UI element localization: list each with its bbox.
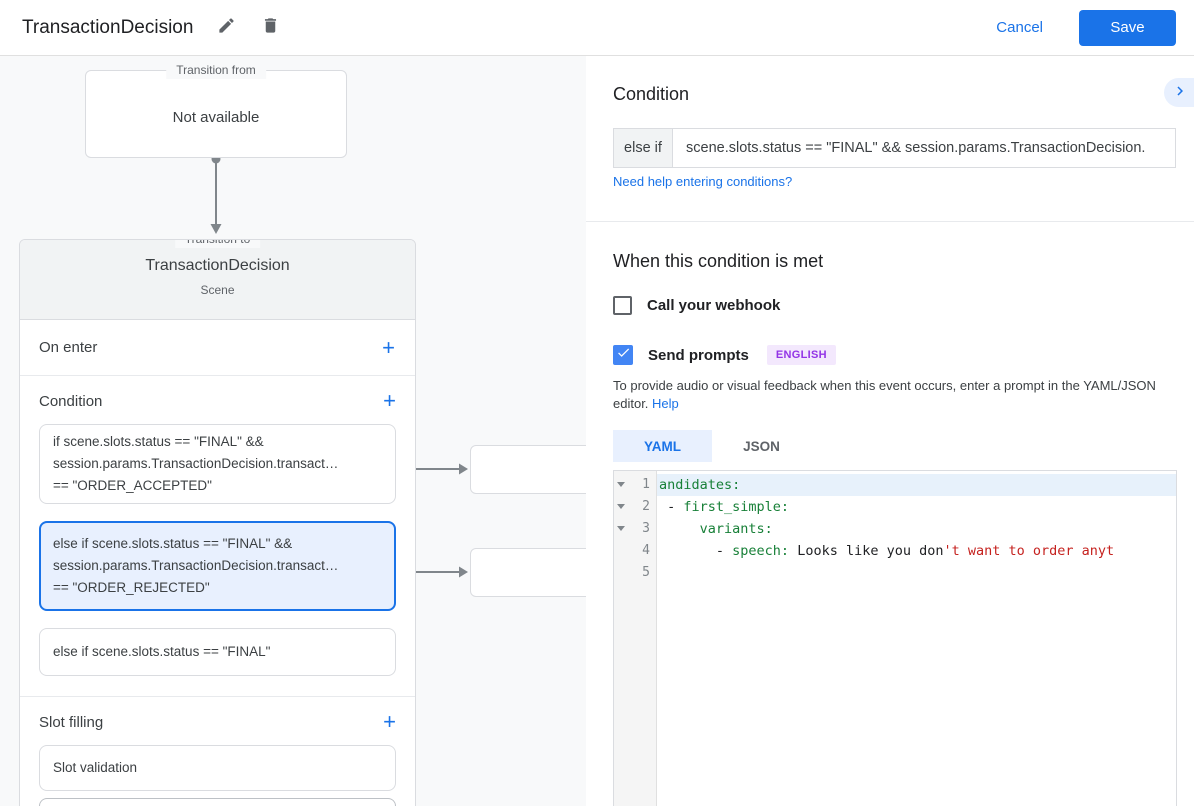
condition-detail-panel: Condition else if Need help entering con… bbox=[586, 56, 1194, 806]
transition-from-box[interactable]: Transition from Not available bbox=[85, 62, 347, 158]
condition-prefix-label: else if bbox=[613, 128, 673, 168]
tab-yaml[interactable]: YAML bbox=[613, 430, 712, 462]
condition-card-rejected-selected[interactable]: else if scene.slots.status == "FINAL" &&… bbox=[39, 521, 396, 611]
code-line-2: - first_simple: bbox=[659, 499, 790, 515]
scene-card: Transition to TransactionDecision Scene … bbox=[19, 239, 416, 806]
tab-json[interactable]: JSON bbox=[743, 438, 780, 454]
condition-expression-input[interactable] bbox=[672, 128, 1176, 168]
slot-filling-section: Slot filling + Slot validation bbox=[20, 697, 415, 806]
transition-from-legend: Transition from bbox=[166, 62, 266, 79]
trash-icon bbox=[261, 16, 280, 40]
language-badge: ENGLISH bbox=[766, 345, 836, 365]
feedback-help-link[interactable]: Help bbox=[652, 395, 679, 411]
on-enter-section: On enter + bbox=[20, 320, 415, 376]
chevron-right-icon bbox=[1171, 82, 1189, 103]
edit-button[interactable] bbox=[215, 17, 237, 39]
prompt-feedback-description: To provide audio or visual feedback when… bbox=[613, 378, 1156, 411]
checkmark-icon bbox=[616, 345, 631, 365]
code-line-4: - speech: Looks like you don't want to o… bbox=[659, 543, 1115, 559]
condition-card-final[interactable]: else if scene.slots.status == "FINAL" bbox=[39, 628, 396, 676]
fold-arrow-icon[interactable] bbox=[617, 526, 625, 531]
top-bar: TransactionDecision Cancel Save bbox=[0, 0, 1194, 56]
when-condition-met-title: When this condition is met bbox=[613, 251, 824, 271]
collapse-panel-button[interactable] bbox=[1164, 78, 1194, 107]
flow-canvas: Transition from Not available Transition… bbox=[0, 56, 586, 806]
editor-gutter: 1 2 3 4 5 bbox=[614, 471, 657, 806]
transition-target-box[interactable] bbox=[470, 548, 586, 597]
panel-condition-title: Condition bbox=[613, 84, 690, 104]
condition-section-label: Condition bbox=[39, 392, 103, 410]
call-webhook-label: Call your webhook bbox=[647, 297, 781, 314]
code-line-1: andidates: bbox=[657, 474, 1176, 496]
condition-section: Condition + if scene.slots.status == "FI… bbox=[20, 376, 415, 697]
webhook-row: Call your webhook bbox=[613, 296, 780, 315]
code-line-5 bbox=[657, 562, 1176, 584]
scene-name: TransactionDecision bbox=[145, 257, 290, 274]
scene-type-label: Scene bbox=[200, 283, 235, 297]
cancel-button[interactable]: Cancel bbox=[996, 19, 1043, 36]
send-prompts-row: Send prompts ENGLISH bbox=[613, 345, 836, 365]
add-condition-button[interactable]: + bbox=[383, 388, 396, 413]
fold-arrow-icon[interactable] bbox=[617, 504, 625, 509]
page-title: TransactionDecision bbox=[22, 16, 194, 38]
save-button[interactable]: Save bbox=[1079, 9, 1176, 46]
condition-input-row: else if bbox=[613, 128, 1176, 168]
fold-arrow-icon[interactable] bbox=[617, 482, 625, 487]
call-webhook-checkbox[interactable] bbox=[613, 296, 632, 315]
code-line-3: variants: bbox=[699, 521, 773, 537]
scene-card-header: TransactionDecision Scene bbox=[20, 240, 415, 320]
yaml-code-editor[interactable]: 1 2 3 4 5 andidates: - first_simple: var… bbox=[613, 470, 1177, 806]
transition-to-legend: Transition to bbox=[174, 240, 261, 248]
transition-target-box[interactable] bbox=[470, 445, 586, 494]
transition-from-value: Not available bbox=[172, 109, 260, 126]
panel-divider bbox=[586, 221, 1194, 222]
editor-format-tabs: YAML JSON bbox=[613, 430, 811, 462]
condition-card-accepted[interactable]: if scene.slots.status == "FINAL" && sess… bbox=[39, 424, 396, 504]
add-on-enter-button[interactable]: + bbox=[382, 334, 395, 360]
slot-validation-card[interactable]: Slot validation bbox=[39, 745, 396, 791]
send-prompts-checkbox[interactable] bbox=[613, 345, 633, 365]
add-slot-button[interactable]: + bbox=[383, 709, 396, 734]
condition-help-link[interactable]: Need help entering conditions? bbox=[613, 174, 793, 189]
send-prompts-label: Send prompts bbox=[648, 346, 749, 364]
slot-card-partial[interactable] bbox=[39, 798, 396, 806]
delete-button[interactable] bbox=[259, 17, 281, 39]
pencil-icon bbox=[217, 16, 236, 40]
slot-filling-label: Slot filling bbox=[39, 713, 104, 731]
on-enter-label: On enter bbox=[39, 339, 98, 356]
editor-code-area[interactable]: andidates: - first_simple: variants: - s… bbox=[657, 471, 1176, 806]
